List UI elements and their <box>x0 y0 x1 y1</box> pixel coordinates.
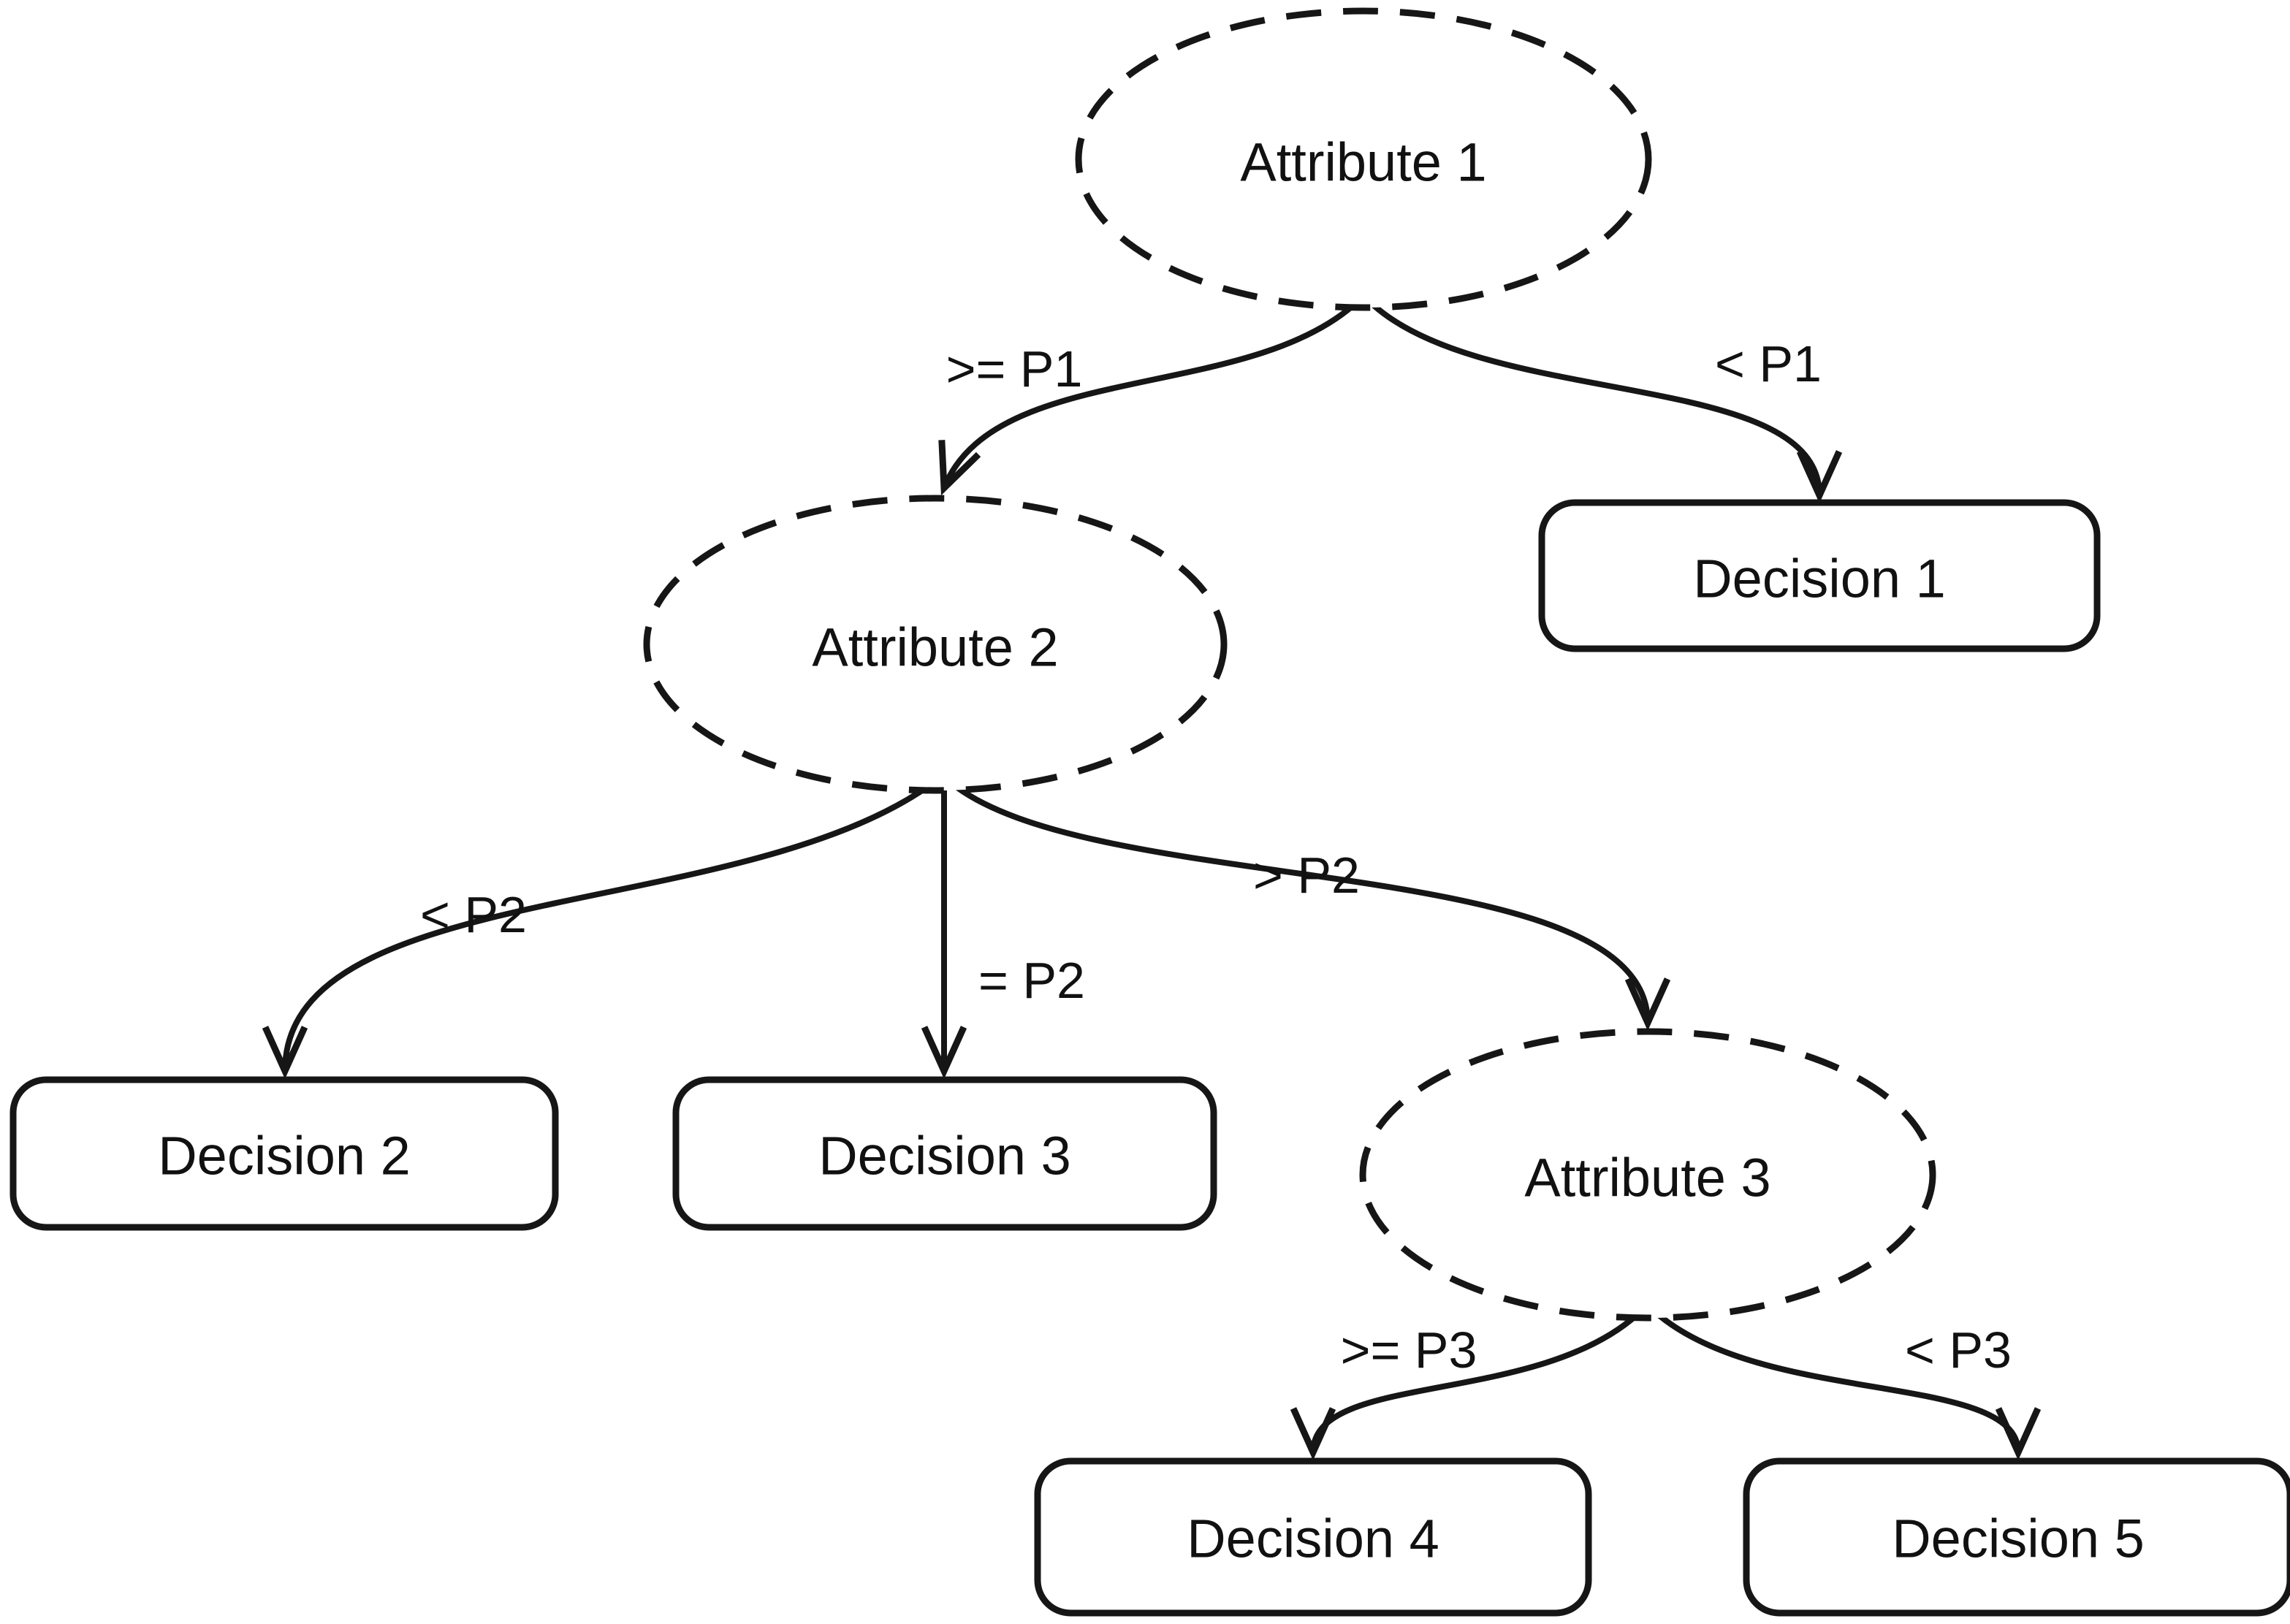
decision-3-box <box>672 1076 1217 1231</box>
edge-attribute2-attribute3 <box>955 785 1670 1031</box>
decision-5-label: Decision 5 <box>1892 1509 2145 1569</box>
attribute-3-ellipse <box>1359 1028 1936 1322</box>
node-attribute-3: Attribute 3 <box>1359 1028 1936 1322</box>
decision-1-label: Decision 1 <box>1693 549 1946 609</box>
decision-4-label: Decision 4 <box>1187 1509 1439 1569</box>
attribute-2-ellipse <box>643 495 1228 794</box>
edge-attribute2-decision2 <box>262 785 929 1079</box>
edge-attribute3-decision4 <box>1290 1313 1639 1460</box>
node-decision-3: Decision 3 <box>672 1076 1217 1231</box>
attribute-1-ellipse <box>1075 7 1652 311</box>
node-decision-4: Decision 4 <box>1034 1457 1592 1617</box>
edge-attribute3-decision5 <box>1656 1312 2041 1460</box>
edge-label-lt-p2: < P2 <box>420 886 527 943</box>
edge-label-lt-p3: < P3 <box>1905 1322 2012 1379</box>
decision-2-label: Decision 2 <box>158 1126 411 1186</box>
edge-label-ge-p1: >= P1 <box>946 340 1083 397</box>
decision-2-box <box>9 1076 559 1231</box>
attribute-1-label: Attribute 1 <box>1240 132 1486 193</box>
decision-1-box <box>1538 499 2101 652</box>
edge-label-eq-p2: = P2 <box>978 952 1085 1009</box>
edge-attribute1-decision1 <box>1372 303 1842 503</box>
decision-4-box <box>1034 1457 1592 1617</box>
edge-label-ge-p3: >= P3 <box>1341 1322 1477 1379</box>
decision-3-label: Decision 3 <box>818 1126 1071 1186</box>
edge-label-lt-p1: < P1 <box>1715 335 1822 392</box>
attribute-2-label: Attribute 2 <box>812 617 1058 678</box>
edge-attribute1-attribute2 <box>938 302 1355 496</box>
attribute-3-label: Attribute 3 <box>1524 1148 1770 1208</box>
node-decision-5: Decision 5 <box>1743 1457 2290 1617</box>
edge-label-gt-p2: > P2 <box>1253 847 1360 904</box>
decision-5-box <box>1743 1457 2290 1617</box>
node-decision-1: Decision 1 <box>1538 499 2101 652</box>
node-decision-2: Decision 2 <box>9 1076 559 1231</box>
node-attribute-1: Attribute 1 <box>1075 7 1652 311</box>
node-attribute-2: Attribute 2 <box>643 495 1228 794</box>
